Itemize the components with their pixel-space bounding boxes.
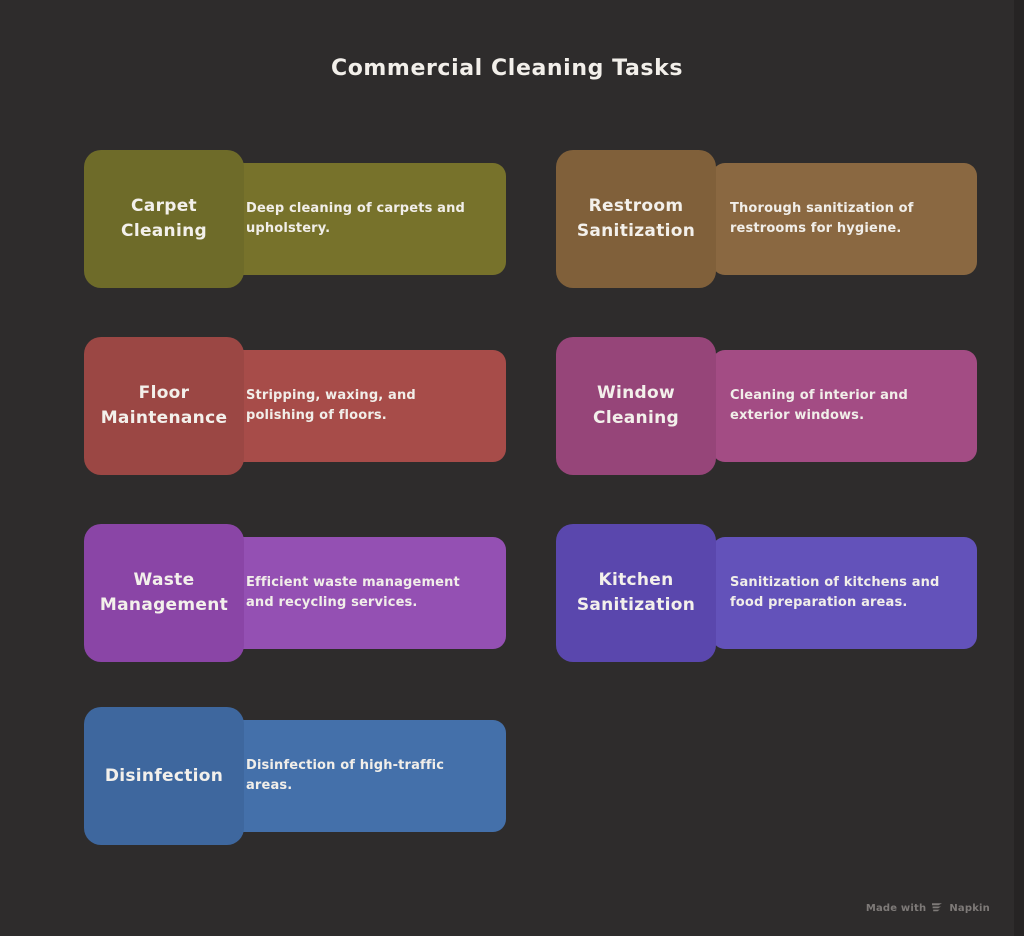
task-card[interactable]: Deep cleaning of carpets and upholstery.… (84, 150, 506, 288)
task-card-description: Disinfection of high-traffic areas. (246, 758, 445, 793)
task-card-description-panel[interactable]: Efficient waste management and recycling… (228, 537, 506, 649)
task-card-description: Sanitization of kitchens and food prepar… (730, 575, 940, 610)
page-title: Commercial Cleaning Tasks (330, 56, 684, 81)
task-card-description: Deep cleaning of carpets and upholstery. (246, 201, 465, 236)
napkin-watermark: Made with Napkin (866, 902, 990, 914)
task-card[interactable]: Efficient waste management and recycling… (84, 524, 506, 662)
task-card-description-panel[interactable]: Stripping, waxing, and polishing of floo… (228, 350, 506, 462)
watermark-brand: Napkin (949, 902, 990, 914)
task-card-label-panel[interactable]: Waste Management (84, 524, 244, 662)
task-card-label-panel[interactable]: Window Cleaning (556, 337, 716, 475)
watermark-prefix: Made with (865, 902, 927, 914)
task-card-label: Window Cleaning (593, 383, 679, 428)
task-card-description: Cleaning of interior and exterior window… (730, 388, 908, 423)
task-card-label: Restroom Sanitization (576, 196, 696, 241)
task-card-label-panel[interactable]: Restroom Sanitization (556, 150, 716, 288)
task-card-label: Kitchen Sanitization (576, 570, 696, 615)
task-card[interactable]: Thorough sanitization of restrooms for h… (556, 150, 977, 288)
task-card-label: Waste Management (99, 570, 229, 615)
task-card[interactable]: Disinfection of high-traffic areas. Disin… (84, 707, 506, 845)
task-card-label: Disinfection (104, 765, 224, 786)
task-card-description-panel[interactable]: Disinfection of high-traffic areas. (228, 720, 506, 832)
task-card[interactable]: Cleaning of interior and exterior window… (556, 337, 977, 475)
task-card-description: Stripping, waxing, and polishing of floo… (246, 388, 416, 423)
task-card-label-panel[interactable]: Disinfection (84, 707, 244, 845)
task-card-description-panel[interactable]: Deep cleaning of carpets and upholstery. (228, 163, 506, 275)
task-card-description-panel[interactable]: Thorough sanitization of restrooms for h… (712, 163, 977, 275)
task-card-description: Thorough sanitization of restrooms for h… (730, 201, 914, 236)
task-card-label: Floor Maintenance (100, 383, 228, 428)
task-card-label-panel[interactable]: Floor Maintenance (84, 337, 244, 475)
task-card-label: Carpet Cleaning (121, 196, 207, 241)
task-card-description-panel[interactable]: Cleaning of interior and exterior window… (712, 350, 977, 462)
task-card-description-panel[interactable]: Sanitization of kitchens and food prepar… (712, 537, 977, 649)
task-card-description: Efficient waste management and recycling… (246, 575, 460, 610)
task-card-label-panel[interactable]: Kitchen Sanitization (556, 524, 716, 662)
task-card[interactable]: Stripping, waxing, and polishing of floo… (84, 337, 506, 475)
napkin-logo-icon (931, 902, 944, 914)
task-card[interactable]: Sanitization of kitchens and food prepar… (556, 524, 977, 662)
task-card-label-panel[interactable]: Carpet Cleaning (84, 150, 244, 288)
